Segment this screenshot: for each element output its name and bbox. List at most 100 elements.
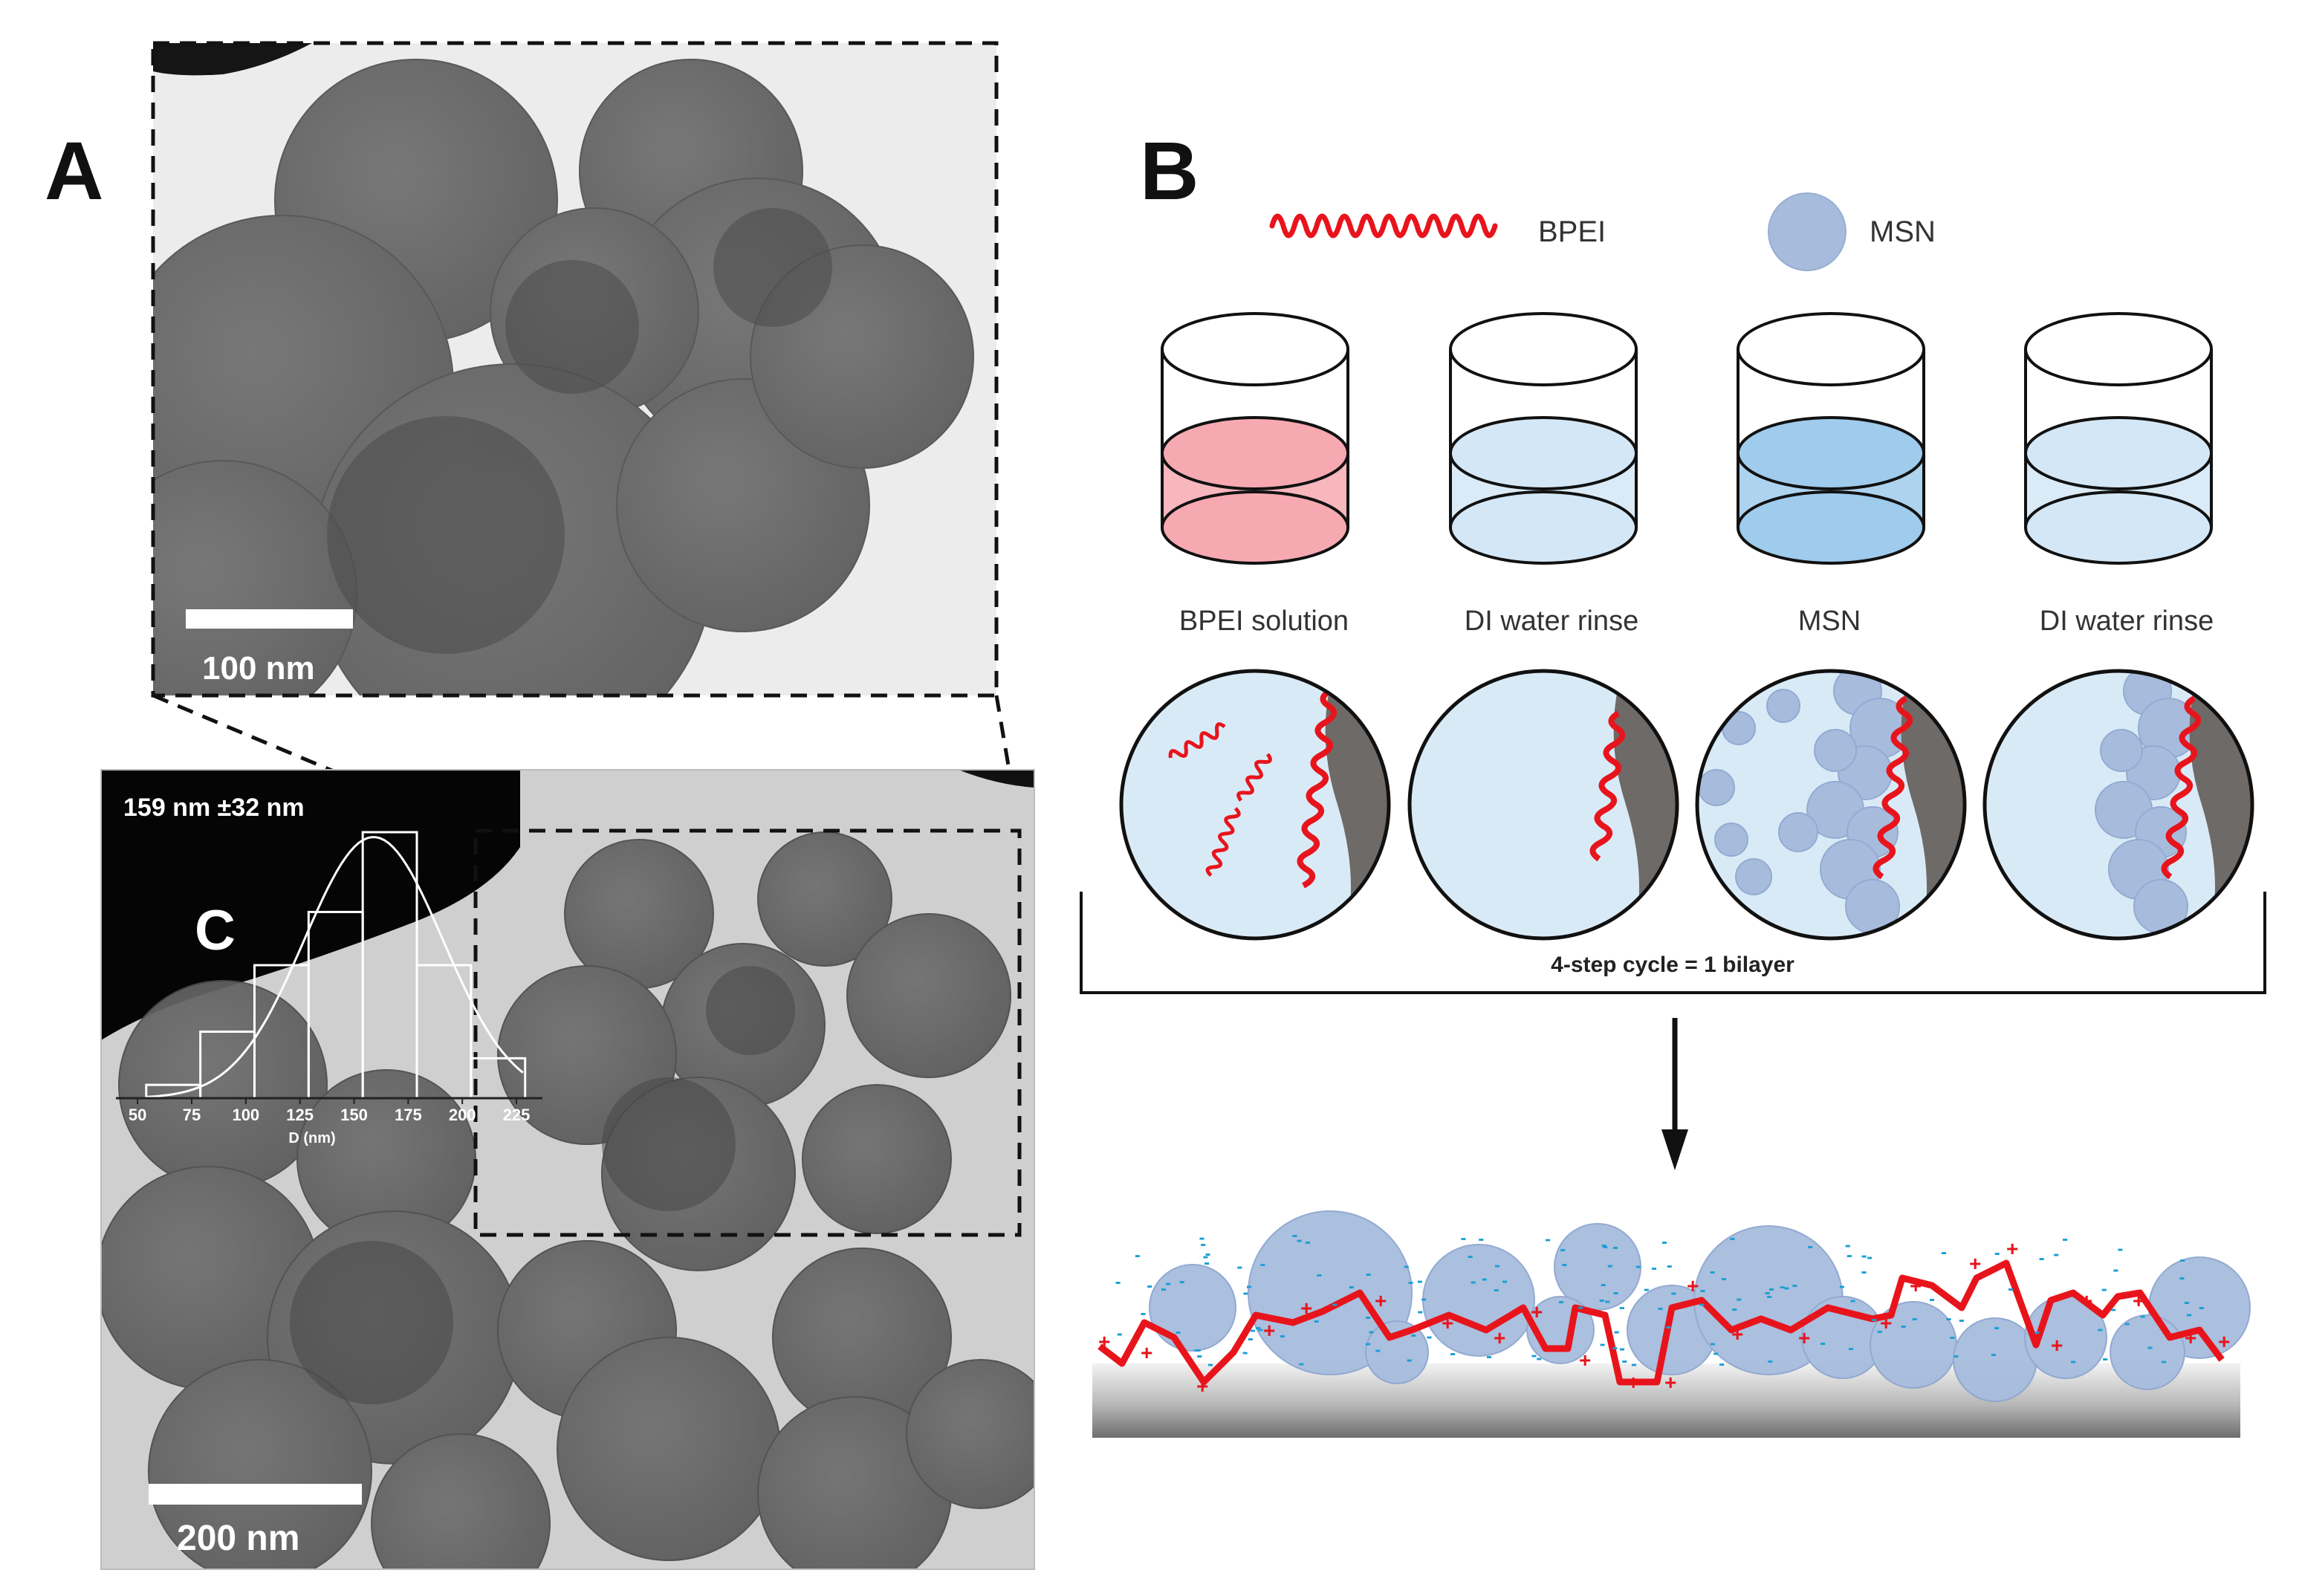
negative-charge: - — [1601, 1274, 1606, 1294]
negative-charge: - — [1207, 1354, 1213, 1374]
panel-b: B BPEI MSN BPEI solution DI water rinse … — [1080, 126, 2266, 1438]
negative-charge: - — [1994, 1243, 2000, 1263]
positive-charge: + — [1687, 1274, 1699, 1297]
negative-charge: - — [2124, 1314, 2130, 1334]
positive-charge: + — [1442, 1311, 1453, 1334]
negative-charge: - — [1259, 1254, 1265, 1274]
negative-charge: - — [1848, 1338, 1854, 1358]
negative-charge: - — [1607, 1256, 1613, 1276]
scale-bar-c — [149, 1484, 362, 1505]
histogram-tick-label: 125 — [286, 1106, 314, 1124]
negative-charge: - — [1780, 1277, 1786, 1297]
size-stat: 159 nm ±32 nm — [123, 794, 305, 822]
negative-charge: - — [2034, 1322, 2040, 1342]
negative-charge: - — [1482, 1269, 1488, 1289]
negative-charge: - — [1316, 1265, 1322, 1285]
negative-charge: - — [1236, 1257, 1242, 1277]
negative-charge: - — [2186, 1305, 2192, 1325]
negative-charge: - — [1305, 1232, 1311, 1252]
negative-charge: - — [1248, 1329, 1254, 1349]
negative-charge: - — [1257, 1320, 1263, 1340]
negative-charge: - — [1861, 1246, 1867, 1266]
bilayer-film: ----------------------------------------… — [1092, 1210, 2251, 1438]
negative-charge: - — [2101, 1279, 2107, 1300]
negative-charge: - — [1877, 1321, 1883, 1341]
positive-charge: + — [1969, 1252, 1981, 1275]
negative-charge: - — [1651, 1258, 1657, 1278]
negative-charge: - — [1494, 1279, 1499, 1300]
step-circle-rinse-1 — [1407, 669, 1679, 941]
negative-charge: - — [1179, 1271, 1185, 1291]
negative-charge: - — [1602, 1236, 1608, 1256]
negative-charge: - — [1558, 1291, 1564, 1311]
negative-charge: - — [1861, 1262, 1867, 1282]
zoom-region-box — [473, 828, 1022, 1237]
negative-charge: - — [1721, 1268, 1727, 1288]
negative-charge: - — [1661, 1232, 1667, 1252]
negative-charge: - — [1619, 1339, 1625, 1359]
surface-charges: ----------------------------------------… — [1098, 1225, 2230, 1398]
positive-charge: + — [1910, 1274, 1922, 1297]
negative-charge: - — [1292, 1225, 1298, 1245]
positive-charge: + — [2051, 1334, 2063, 1357]
negative-charge: - — [1349, 1277, 1355, 1297]
negative-charge: - — [1601, 1235, 1607, 1255]
negative-charge: - — [1204, 1253, 1210, 1273]
scale-bar-label-a: 100 nm — [202, 650, 315, 687]
negative-charge: - — [1599, 1290, 1605, 1310]
positive-charge: + — [1579, 1349, 1591, 1372]
negative-charge: - — [1612, 1237, 1618, 1257]
negative-charge: - — [2179, 1268, 2185, 1288]
step-label-rinse-1: DI water rinse — [1465, 606, 1638, 637]
negative-charge: - — [1731, 1299, 1737, 1319]
substrate — [1092, 1363, 2240, 1438]
negative-charge: - — [2179, 1250, 2185, 1270]
negative-charge: - — [1713, 1343, 1719, 1363]
negative-charge: - — [1147, 1276, 1152, 1296]
negative-charge: - — [1710, 1333, 1716, 1353]
negative-charge: - — [1427, 1327, 1433, 1347]
negative-charge: - — [1196, 1340, 1202, 1360]
histogram-tick-label: 175 — [395, 1106, 422, 1124]
legend-msn-label: MSN — [1870, 215, 1936, 248]
negative-charge: - — [1670, 1283, 1676, 1303]
panel-label-c: C — [195, 899, 236, 962]
negative-charge: - — [1175, 1322, 1181, 1342]
histogram-tick-label: 200 — [449, 1106, 476, 1124]
negative-charge: - — [2113, 1259, 2118, 1279]
negative-charge: - — [1635, 1256, 1641, 1276]
positive-charge: + — [2185, 1326, 2196, 1349]
negative-charge: - — [1613, 1282, 1619, 1303]
arrow-head — [1661, 1129, 1688, 1170]
tem-frame-c — [100, 769, 1035, 1570]
negative-charge: - — [1194, 1340, 1200, 1360]
negative-charge: - — [1297, 1230, 1303, 1250]
negative-charge: - — [1421, 1288, 1427, 1308]
negative-charge: - — [1729, 1228, 1735, 1248]
negative-charge: - — [1161, 1279, 1167, 1299]
legend-bpei-label: BPEI — [1538, 215, 1606, 248]
negative-charge: - — [2097, 1319, 2103, 1339]
bpei-chain — [1097, 1259, 2225, 1386]
negative-charge: - — [1115, 1272, 1121, 1292]
normal-fit-curve — [146, 836, 524, 1098]
negative-charge: - — [1407, 1349, 1413, 1369]
negative-charge: - — [1369, 1321, 1375, 1341]
negative-charge: - — [1375, 1340, 1381, 1360]
negative-charge: - — [1242, 1342, 1248, 1362]
negative-charge: - — [1839, 1276, 1845, 1296]
negative-charge: - — [1314, 1311, 1320, 1331]
negative-charge: - — [2110, 1299, 2116, 1319]
negative-charge: - — [1366, 1264, 1372, 1284]
negative-charge: - — [1365, 1333, 1371, 1353]
negative-charge: - — [1792, 1275, 1797, 1295]
negative-charge: - — [1658, 1298, 1664, 1318]
negative-charge: - — [1200, 1234, 1206, 1254]
positive-charge: + — [1300, 1297, 1312, 1320]
cycle-bracket — [1080, 892, 2266, 994]
negative-charge: - — [1410, 1325, 1416, 1345]
step-label-bpei-solution: BPEI solution — [1179, 606, 1349, 637]
negative-charge: - — [1941, 1242, 1947, 1262]
